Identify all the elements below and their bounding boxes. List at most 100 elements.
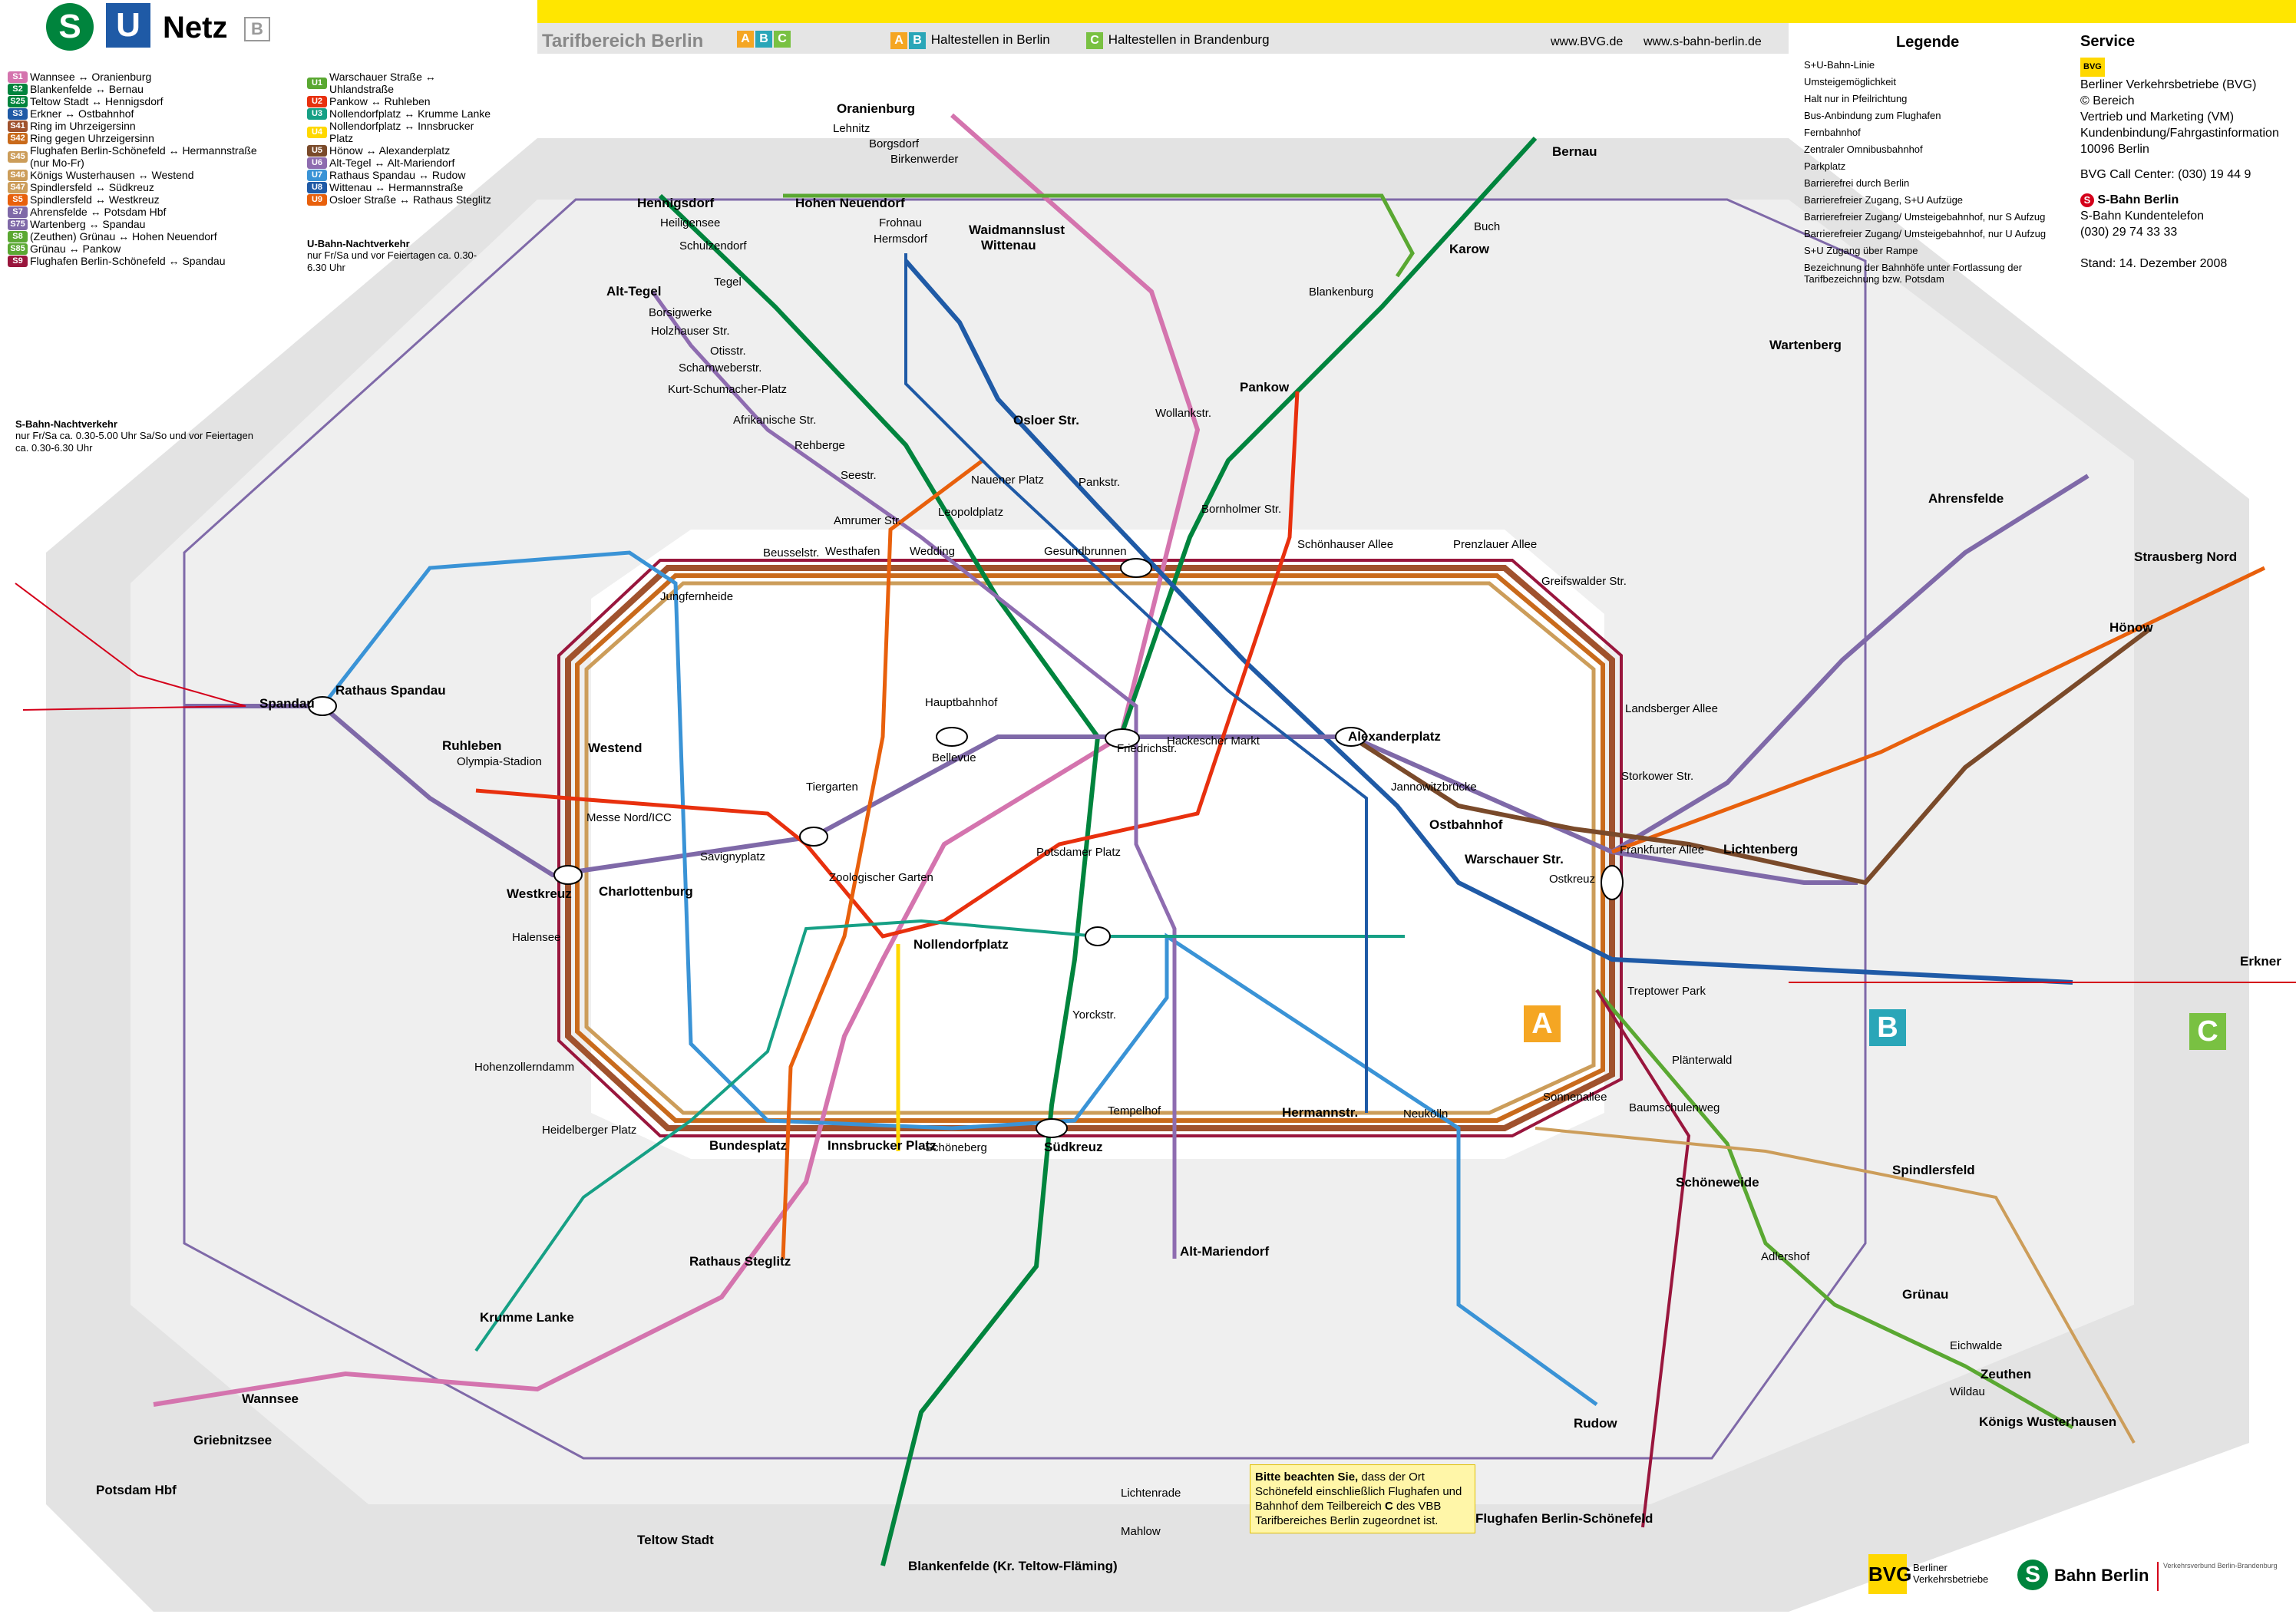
station-label: Frohnau [879,216,922,229]
sbahn-footer-logo: S [2017,1560,2048,1590]
legend-item: Zentraler Omnibusbahnhof [1804,144,1923,155]
urls: www.BVG.de www.s-bahn-berlin.de [1551,35,1762,49]
line-badge: S41 [8,120,28,132]
legend-item: Halt nur in Pfeilrichtung [1804,93,1908,104]
station-label: Heiligensee [660,216,720,229]
route-text: Blankenfelde ↔ Bernau [30,83,144,95]
station-suedkreuz[interactable] [1036,1118,1068,1138]
zone-badge: B [244,17,270,41]
u-night-text: nur Fr/Sa und vor Feiertagen ca. 0.30-6.… [307,249,477,273]
line-s8 [783,193,1415,278]
station-label: Innsbrucker Platz [828,1138,937,1153]
legend-item: Bus-Anbindung zum Flughafen [1804,110,1941,121]
station-label: Schönhauser Allee [1297,538,1393,551]
station-label: Bornholmer Str. [1201,503,1281,516]
line-badge: U5 [307,144,327,157]
station-label: Adlershof [1761,1250,1810,1263]
line-badge: S46 [8,169,28,181]
station-label: Treptower Park [1627,985,1706,998]
zone-c-marker: C [2189,1013,2226,1050]
legend-item: Bezeichnung der Bahnhöfe unter Fortlassu… [1804,262,2023,285]
station-label: Schöneweide [1676,1175,1759,1190]
line-s7 [184,704,1858,885]
url-sbahn-link[interactable]: www.s-bahn-berlin.de [1643,35,1762,48]
station-label: Zoologischer Garten [829,871,933,884]
station-label: Erkner [2240,954,2281,969]
line-s2-north [1118,136,1538,738]
station-gesundbrunnen[interactable] [1120,558,1152,578]
station-label: Hönow [2109,620,2153,635]
call-center: BVG Call Center: (030) 19 44 9 [2080,168,2251,181]
station-label: Hermannstr. [1282,1105,1358,1120]
station-ostkreuz[interactable] [1601,865,1624,900]
line-badge: U3 [307,107,327,120]
route-text: Flughafen Berlin-Schönefeld ↔ Hermannstr… [30,144,257,169]
station-label: Eichwalde [1950,1339,2002,1352]
route-text: Ring gegen Uhrzeigersinn [30,132,154,144]
station-spandau[interactable] [308,696,337,716]
station-label: Tempelhof [1108,1104,1161,1117]
station-friedrichstr[interactable] [1105,728,1140,748]
route-text: Spindlersfeld ↔ Westkreuz [30,193,160,206]
station-label: Westend [588,741,643,755]
station-zoologischer-garten[interactable] [799,827,828,847]
line-u9 [781,459,984,1259]
bvg-badge: BVG [2080,58,2105,77]
zone-notice: Bitte beachten Sie, dass der Ort Schönef… [1250,1464,1475,1533]
station-label: Ruhleben [442,738,501,753]
legend-title: Legende [1896,34,1960,51]
u-night-panel: U-Bahn-Nachtverkehr nur Fr/Sa und vor Fe… [307,238,491,274]
station-alexanderplatz[interactable] [1335,727,1367,747]
station-label: Tiergarten [806,781,858,794]
line-u5 [1350,627,2151,886]
bvg-address: Berliner Verkehrsbetriebe (BVG)© Bereich… [2080,77,2288,157]
line-s8-south [1595,989,2074,1430]
service-title: Service [2080,33,2136,50]
line-u3 [474,919,1405,1352]
station-westkreuz[interactable] [553,865,583,885]
station-label: Strausberg Nord [2134,550,2237,564]
station-label: Borgsdorf [869,137,920,150]
station-label: Ostbahnhof [1429,817,1503,832]
station-hauptbahnhof[interactable] [936,727,968,747]
station-label: Wannsee [242,1391,299,1406]
legend-item: Barrierefreier Zugang, S+U Aufzüge [1804,194,1964,206]
service-panel: Service BVG Berliner Verkehrsbetriebe (B… [2080,23,2288,272]
legend-item: Barrierefreier Zugang/ Umsteigebahnhof, … [1804,211,2046,223]
station-label: Scharnweberstr. [679,361,761,375]
s-index-row: S8(Zeuthen) Grünau ↔ Hohen Neuendorf [8,230,269,243]
station-label: Alexanderplatz [1348,729,1441,744]
station-label: Sonnenallee [1543,1091,1607,1104]
station-label: Grünau [1902,1287,1948,1302]
sbahn-contact: S-Bahn Kundentelefon(030) 29 74 33 33 [2080,208,2288,240]
station-label: Jungfernheide [660,590,733,603]
zone-a-marker: A [1524,1005,1561,1042]
station-label: Teltow Stadt [637,1533,714,1547]
station-label: Beusselstr. [763,546,819,559]
outer-frame [183,198,1867,1460]
station-label: Lichtenberg [1723,842,1798,857]
line-badge: S9 [8,255,28,267]
route-text: Hönow ↔ Alexanderplatz [329,144,451,157]
bvg-address-line: © Bereich [2080,94,2135,107]
station-gleisdreieck[interactable] [1085,926,1111,946]
line-badge: S1 [8,71,28,83]
station-label: Hauptbahnhof [925,696,998,709]
bvg-address-line: Kundenbindung/Fahrgastinformation [2080,127,2279,140]
station-label: Potsdam Hbf [96,1483,177,1497]
station-label: Kurt-Schumacher-Platz [668,383,787,396]
stand-date: Stand: 14. Dezember 2008 [2080,257,2228,270]
line-badge: S7 [8,206,28,218]
station-label: Schulzendorf [679,239,747,253]
url-bvg-link[interactable]: www.BVG.de [1551,35,1624,48]
